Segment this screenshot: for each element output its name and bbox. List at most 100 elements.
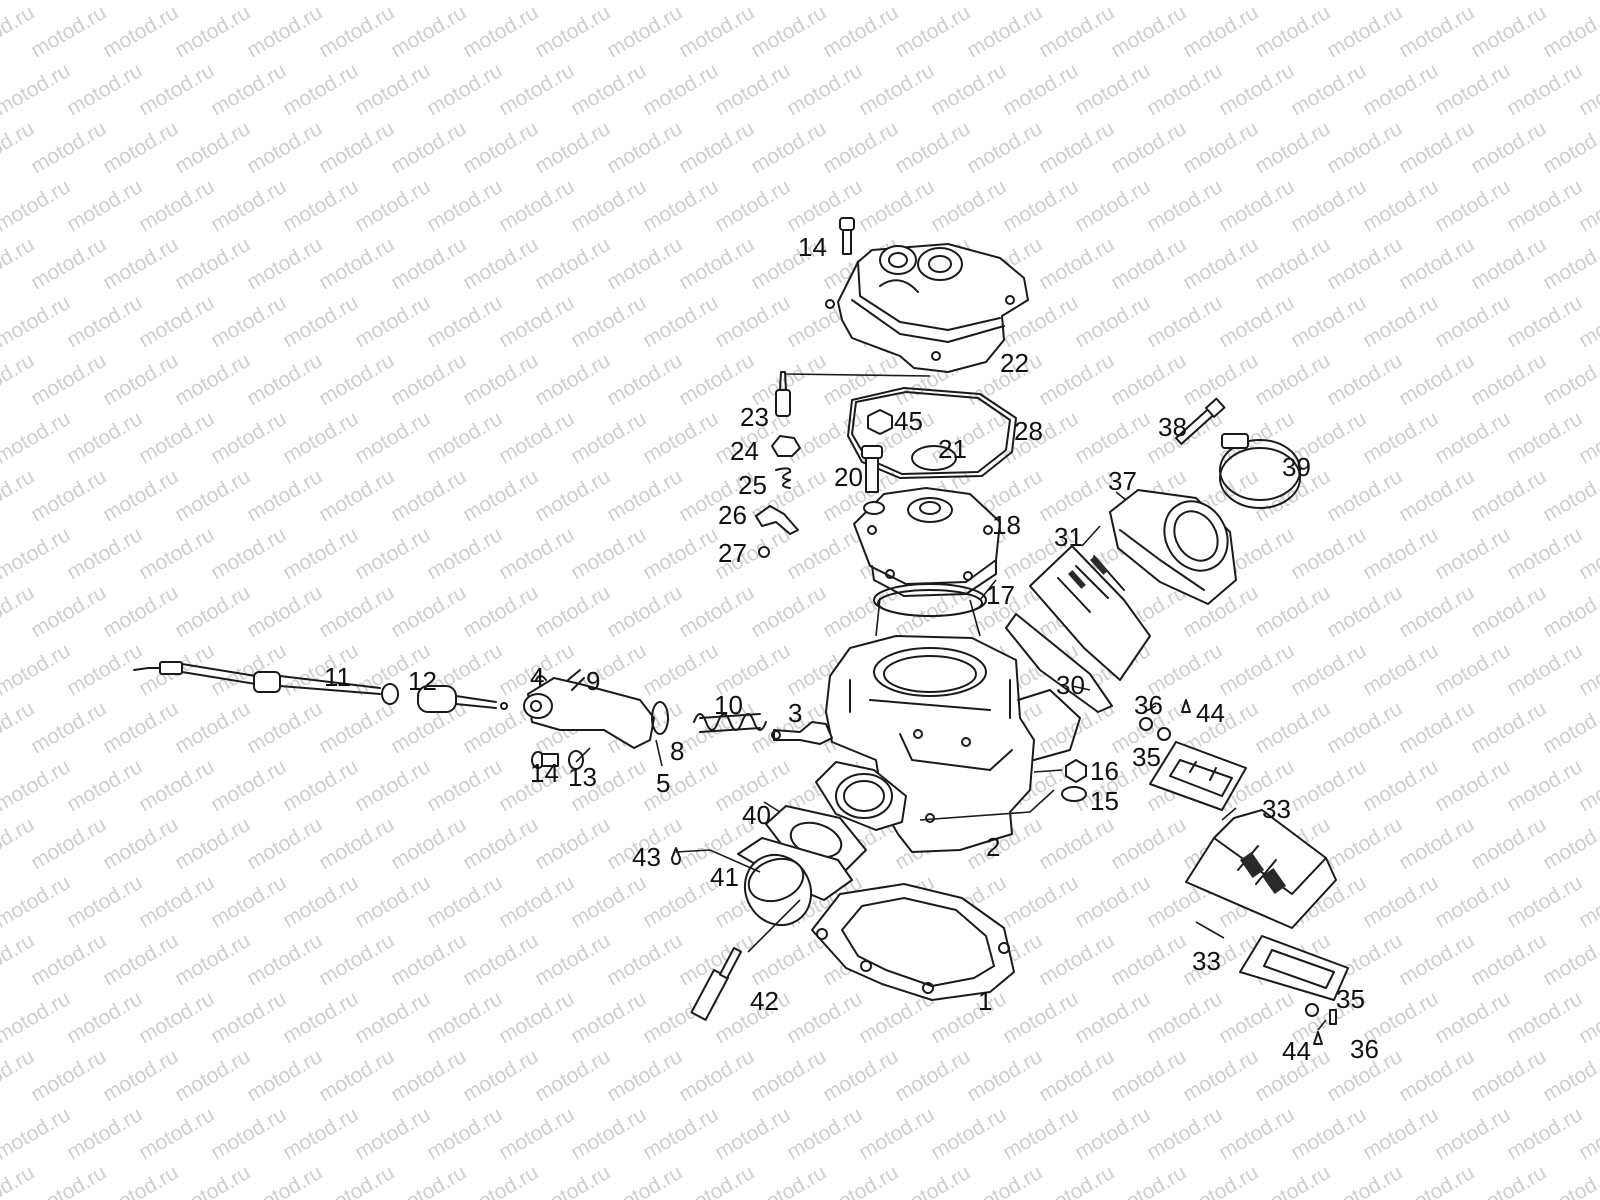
head-gasket — [847, 387, 1017, 479]
watermark-text: motod.ru — [963, 1, 1046, 62]
drop-seal — [671, 847, 681, 865]
watermark-text: motod.ru — [567, 291, 650, 352]
watermark-text: motod.ru — [459, 929, 542, 990]
watermark-text: motod.ru — [747, 1161, 830, 1200]
callout-42: 42 — [750, 986, 779, 1016]
watermark-text: motod.ru — [495, 0, 578, 4]
watermark-text: motod.ru — [27, 1161, 110, 1200]
watermark-text: motod.ru — [27, 581, 110, 642]
watermark-text: motod.ru — [855, 175, 938, 236]
watermark-text: motod.ru — [1467, 581, 1550, 642]
watermark-text: motod.ru — [459, 465, 542, 526]
o-ring — [911, 445, 957, 471]
watermark-text: motod.ru — [0, 291, 74, 352]
watermark-text: motod.ru — [1359, 175, 1442, 236]
watermark-text: motod.ru — [351, 59, 434, 120]
watermark-text: motod.ru — [1179, 1161, 1262, 1200]
watermark-text: motod.ru — [171, 1045, 254, 1106]
callout-16: 16 — [1090, 756, 1119, 786]
callout-17: 17 — [986, 580, 1015, 610]
watermark-text: motod.ru — [1539, 117, 1600, 178]
watermark-text: motod.ru — [603, 117, 686, 178]
watermark-text: motod.ru — [459, 1045, 542, 1106]
callout-35b: 35 — [1336, 984, 1365, 1014]
watermark-text: motod.ru — [567, 407, 650, 468]
hex-nut — [867, 409, 893, 435]
watermark-text: motod.ru — [243, 929, 326, 990]
callout-25: 25 — [738, 470, 767, 500]
watermark-text: motod.ru — [0, 175, 74, 236]
callout-39: 39 — [1282, 452, 1311, 482]
watermark-text: motod.ru — [0, 755, 74, 816]
watermark-text: motod.ru — [1431, 987, 1514, 1048]
reed-block-lower — [1185, 809, 1337, 929]
watermark-text: motod.ru — [135, 407, 218, 468]
callout-40: 40 — [742, 800, 771, 830]
watermark-text: motod.ru — [1431, 1103, 1514, 1164]
watermark-text: motod.ru — [99, 465, 182, 526]
watermark-text: motod.ru — [351, 987, 434, 1048]
watermark-text: motod.ru — [819, 1, 902, 62]
watermark-text: motod.ru — [603, 233, 686, 294]
watermark-text: motod.ru — [1395, 1161, 1478, 1200]
watermark-text: motod.ru — [711, 175, 794, 236]
watermark-text: motod.ru — [1215, 175, 1298, 236]
watermark-text: motod.ru — [0, 987, 74, 1048]
watermark-text: motod.ru — [963, 1161, 1046, 1200]
watermark-text: motod.ru — [1395, 697, 1478, 758]
watermark-text: motod.ru — [1035, 465, 1118, 526]
cylinder-base-nut-washer — [1061, 759, 1087, 802]
watermark-text: motod.ru — [207, 175, 290, 236]
watermark-text: motod.ru — [783, 59, 866, 120]
watermark-text: motod.ru — [1467, 349, 1550, 410]
callout-14a: 14 — [798, 232, 827, 262]
watermark-text: motod.ru — [747, 581, 830, 642]
watermark-text: motod.ru — [1503, 1103, 1586, 1164]
watermark-text: motod.ru — [0, 407, 74, 468]
watermark-text: motod.ru — [243, 349, 326, 410]
cylinder-head — [853, 487, 1001, 597]
watermark-text: motod.ru — [459, 1, 542, 62]
watermark-text: motod.ru — [1467, 1045, 1550, 1106]
watermark-text: motod.ru — [1251, 117, 1334, 178]
watermark-text: motod.ru — [1467, 929, 1550, 990]
watermark-text: motod.ru — [531, 581, 614, 642]
head-o-ring — [873, 583, 987, 617]
watermark-text: motod.ru — [63, 175, 146, 236]
callout-30: 30 — [1056, 670, 1085, 700]
watermark-text: motod.ru — [603, 1045, 686, 1106]
watermark-text: motod.ru — [891, 117, 974, 178]
watermark-text: motod.ru — [279, 871, 362, 932]
watermark-text: motod.ru — [315, 117, 398, 178]
watermark-text: motod.ru — [459, 1161, 542, 1200]
watermark-text: motod.ru — [423, 987, 506, 1048]
watermark-text: motod.ru — [1359, 407, 1442, 468]
callout-18: 18 — [992, 510, 1021, 540]
watermark-text: motod.ru — [639, 639, 722, 700]
watermark-text: motod.ru — [891, 1045, 974, 1106]
exhaust-port-flange — [815, 761, 907, 831]
watermark-text: motod.ru — [1467, 465, 1550, 526]
watermark-text: motod.ru — [1179, 233, 1262, 294]
watermark-text: motod.ru — [531, 1161, 614, 1200]
watermark-text: motod.ru — [135, 1103, 218, 1164]
watermark-text: motod.ru — [1467, 233, 1550, 294]
watermark-text: motod.ru — [639, 0, 722, 4]
watermark-text: motod.ru — [1287, 291, 1370, 352]
watermark-text: motod.ru — [243, 813, 326, 874]
callout-26: 26 — [718, 500, 747, 530]
watermark-text: motod.ru — [423, 59, 506, 120]
callout-43: 43 — [632, 842, 661, 872]
watermark-text: motod.ru — [675, 1161, 758, 1200]
watermark-text: motod.ru — [1035, 813, 1118, 874]
watermark-text: motod.ru — [855, 59, 938, 120]
watermark-text: motod.ru — [171, 697, 254, 758]
watermark-text: motod.ru — [171, 1161, 254, 1200]
watermark-text: motod.ru — [279, 1103, 362, 1164]
watermark-text: motod.ru — [747, 117, 830, 178]
watermark-text: motod.ru — [243, 697, 326, 758]
leader-lines — [575, 491, 1327, 1031]
watermark-text: motod.ru — [495, 407, 578, 468]
watermark-text: motod.ru — [711, 291, 794, 352]
watermark-text: motod.ru — [387, 929, 470, 990]
